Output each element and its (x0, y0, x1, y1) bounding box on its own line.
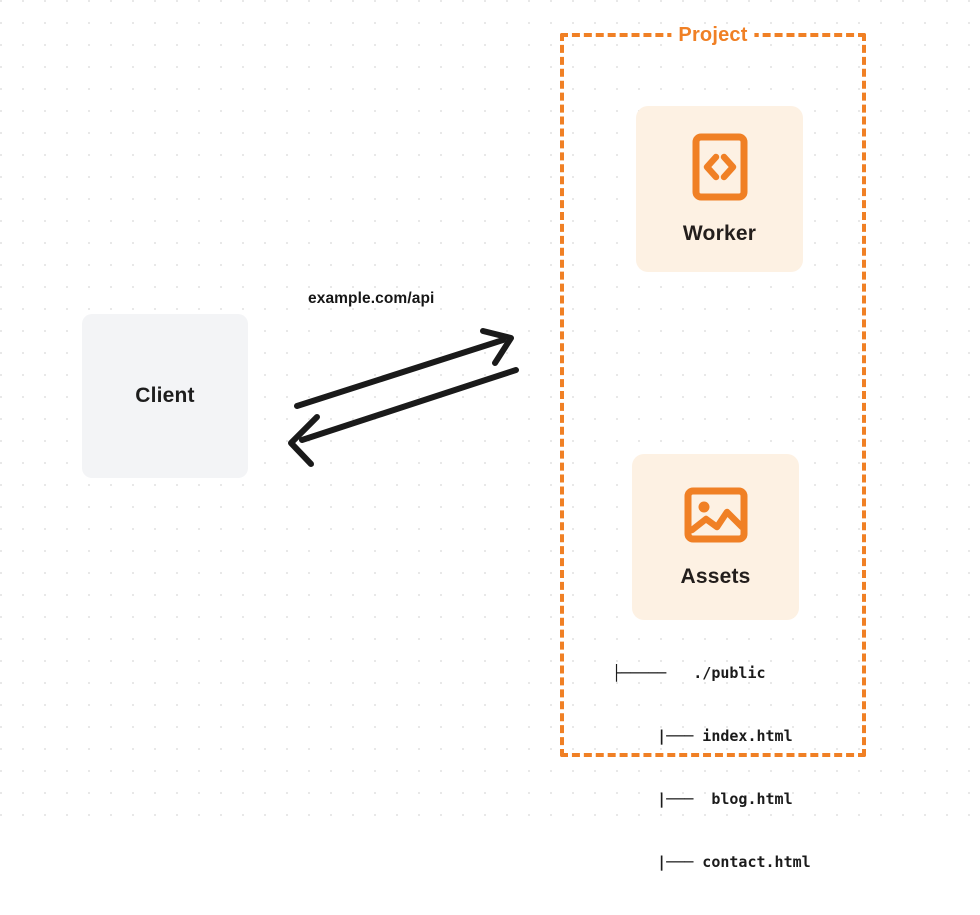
client-label: Client (135, 384, 195, 407)
assets-card[interactable]: Assets (632, 454, 799, 620)
assets-label: Assets (680, 564, 751, 588)
file-tree: ├───── ./public |─── index.html |─── blo… (612, 621, 811, 915)
worker-label: Worker (682, 221, 757, 245)
diagram-canvas: Client example.com/api Project (0, 0, 980, 871)
project-boundary: Project Worker Assets (560, 24, 866, 871)
response-arrow (288, 367, 519, 467)
code-brackets-icon (692, 133, 748, 206)
image-picture-icon (684, 486, 748, 549)
file-tree-row: |─── contact.html (612, 853, 811, 871)
request-arrow (294, 328, 514, 409)
connection-label: example.com/api (308, 290, 435, 307)
worker-card[interactable]: Worker (636, 106, 803, 272)
file-tree-row: |─── index.html (612, 727, 793, 745)
file-tree-row: ├───── ./public (612, 664, 766, 682)
file-tree-row: |─── blog.html (612, 790, 793, 808)
project-title: Project (671, 24, 755, 47)
client-node[interactable]: Client (82, 314, 248, 478)
